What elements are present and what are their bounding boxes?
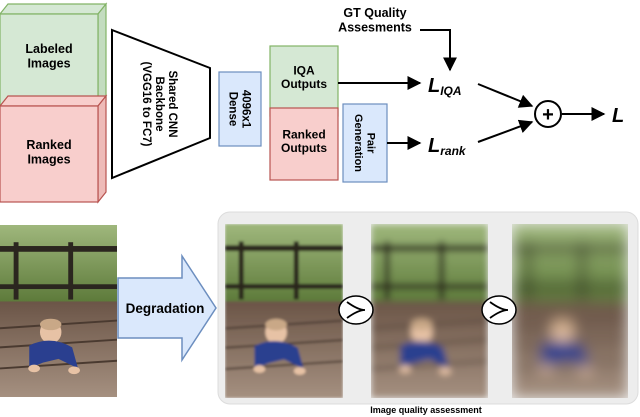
assessment-caption: Image quality assessment	[370, 405, 482, 415]
iqa-outputs-box	[269, 45, 339, 117]
loss-rank-to-sum-arrow	[477, 119, 534, 143]
original-photo	[0, 225, 117, 397]
greater-than-icon-2	[481, 295, 517, 325]
greater-than-icon-1	[338, 295, 374, 325]
degraded-photo-2	[371, 224, 488, 398]
loss-rank-label: Lrank	[428, 135, 467, 158]
pair-generation-box	[342, 103, 388, 183]
ranked-outputs-box	[269, 107, 339, 181]
sum-node	[534, 100, 562, 128]
loss-total-label: L	[612, 105, 624, 127]
loss-iqa-label: LIQA	[428, 75, 462, 98]
dense-layer-label: 4096x1Dense	[226, 90, 251, 129]
dense-layer-box	[218, 71, 262, 147]
degradation-arrow	[117, 253, 217, 363]
sum-symbol: +	[542, 104, 554, 126]
degraded-photo-3	[512, 224, 628, 398]
gt-arrow	[420, 29, 457, 72]
cnn-backbone-shape	[111, 28, 211, 180]
loss-iqa-to-sum-arrow	[477, 83, 534, 108]
ranked-images-stack	[0, 94, 108, 204]
degraded-photo-1	[225, 224, 343, 398]
pair-generation-label: PairGeneration	[352, 114, 377, 172]
cnn-backbone-label: Shared CNNBackbone(VGG16 to FC7)	[140, 62, 178, 147]
degradation-label: Degradation	[126, 301, 205, 316]
labeled-images-stack	[0, 2, 108, 112]
